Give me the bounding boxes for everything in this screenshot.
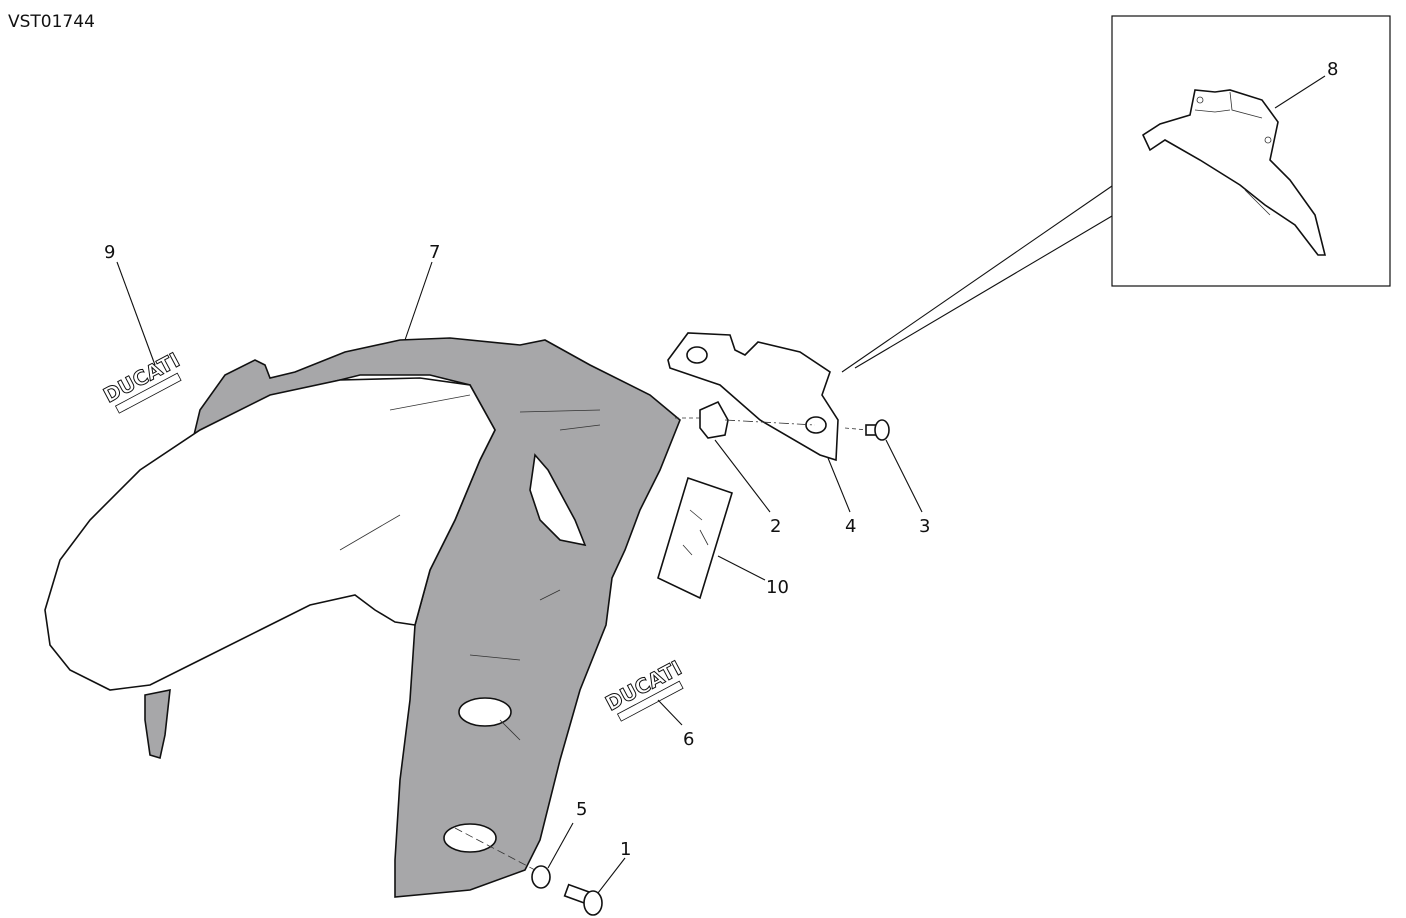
part-10-sticker	[657, 476, 733, 600]
part-2-clip	[699, 400, 729, 439]
callout-labels: 1 2 3 4 5 6 7 8 9 10	[104, 59, 1338, 860]
svg-text:DUCATI: DUCATI	[99, 348, 183, 408]
part-4-bracket	[667, 332, 839, 462]
callout-3: 3	[919, 516, 930, 537]
part-9-decal: DUCATI	[99, 347, 184, 414]
callout-8: 8	[1327, 59, 1338, 80]
part-8-fender-variant	[1141, 89, 1327, 256]
diagram-code: VST01744	[8, 12, 95, 32]
callout-9: 9	[104, 242, 115, 263]
leader-lines	[116, 261, 923, 894]
part-6-decal: DUCATI	[601, 655, 686, 722]
callout-6: 6	[683, 729, 694, 750]
part-3-screw	[844, 419, 890, 441]
part-7-fender-front-shell	[44, 377, 496, 760]
part-5-washer	[531, 865, 551, 889]
part-1-screw	[563, 883, 603, 916]
callout-5: 5	[576, 799, 587, 820]
callout-10: 10	[766, 577, 789, 598]
svg-text:DUCATI: DUCATI	[601, 656, 685, 716]
callout-7: 7	[429, 242, 440, 263]
inset-detail-box	[841, 15, 1391, 373]
callout-2: 2	[770, 516, 781, 537]
callout-1: 1	[620, 839, 631, 860]
callout-4: 4	[845, 516, 856, 537]
